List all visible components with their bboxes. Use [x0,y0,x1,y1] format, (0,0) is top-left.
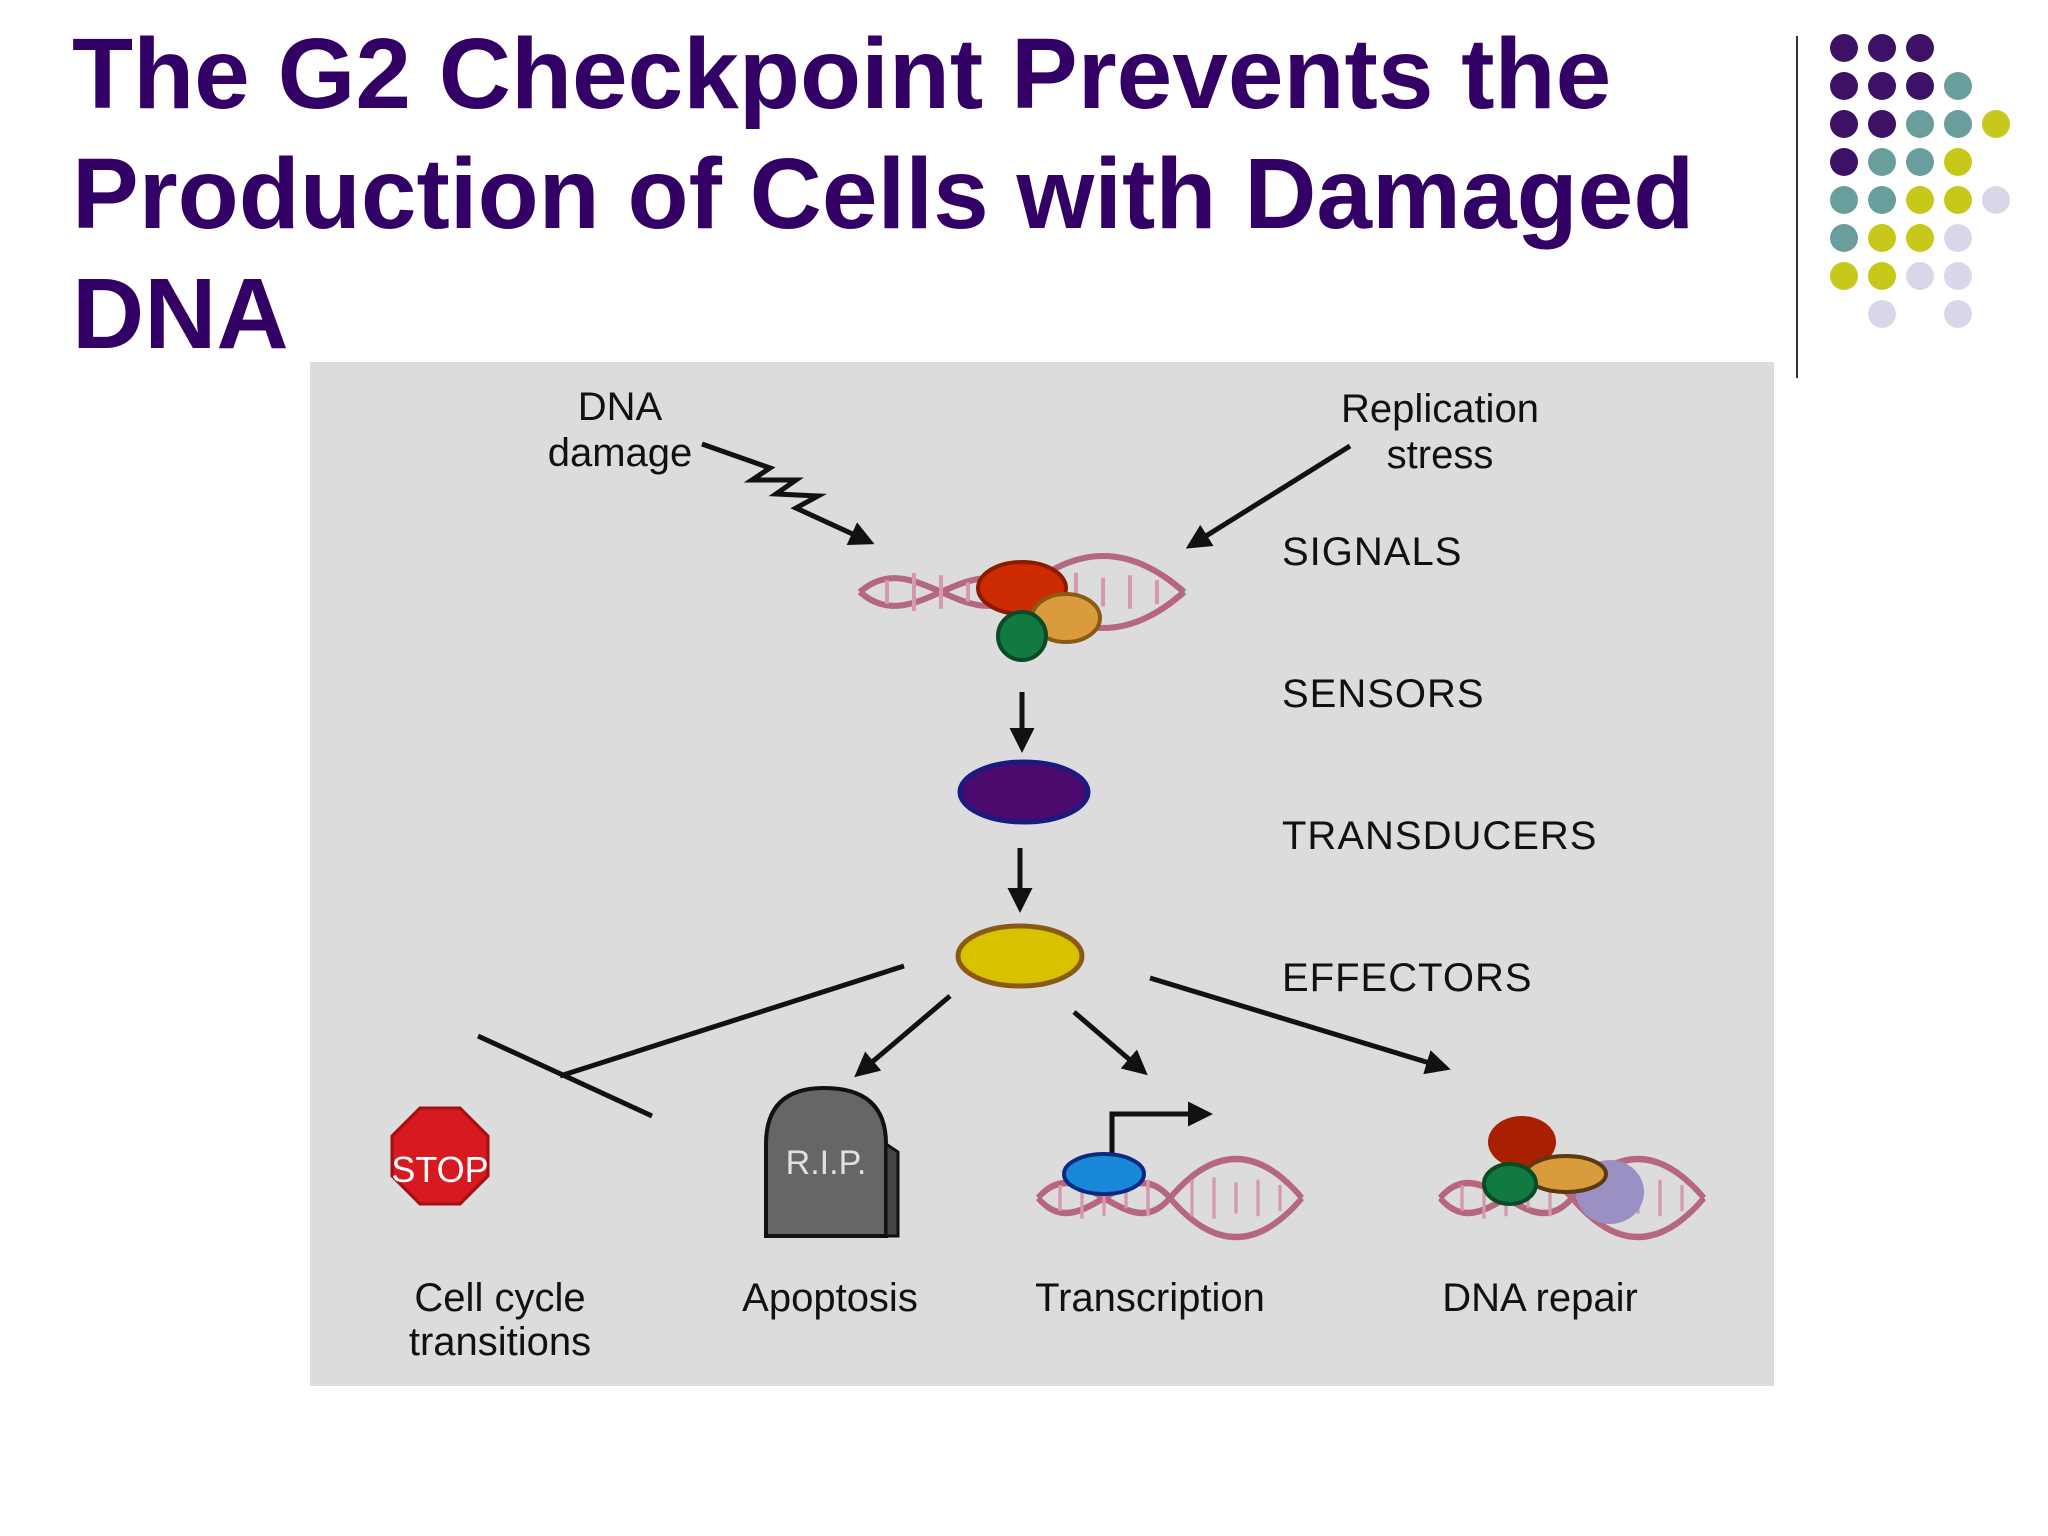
dot [1906,262,1934,290]
label-replication-stress: Replication stress [1341,387,1539,477]
label-cell-cycle-transitions: Cell cycle transitions [408,1276,592,1364]
dot [1868,300,1896,328]
dot [1906,186,1934,214]
repair-green-protein [1482,1162,1538,1206]
inhibition-line [559,963,905,1079]
dot [1944,224,1972,252]
dot [1830,186,1858,214]
dot [1868,186,1896,214]
label-signals: SIGNALS [1282,530,1463,574]
dot [1868,262,1896,290]
dot [1830,34,1858,62]
dot [1944,148,1972,176]
dot [1944,262,1972,290]
dot [1906,34,1934,62]
dot [1830,224,1858,252]
dot [1830,148,1858,176]
label-dna-damage: DNA damage [547,385,693,475]
label-transcription: Transcription [1035,1276,1265,1320]
replication-stress-arrow [1185,443,1352,549]
title-line-1: The G2 Checkpoint Prevents the [72,18,1612,130]
tombstone-text: R.I.P. [786,1144,867,1182]
stop-sign-icon: STOP [390,1106,490,1206]
dot [1944,72,1972,100]
title-divider [1796,36,1798,378]
title-line-2: Production of Cells with Damaged [72,138,1695,250]
dot [1982,186,2010,214]
dot [1982,110,2010,138]
dot [1868,224,1896,252]
transcription-arrow [1072,1010,1148,1076]
label-apoptosis: Apoptosis [742,1276,918,1320]
dot [1906,148,1934,176]
title-line-3: DNA [72,258,289,370]
dna-damage-arrow [701,441,875,546]
dot [1906,72,1934,100]
apoptosis-arrow [854,994,952,1078]
transcription-start-arrow [1109,1101,1213,1164]
dot [1868,148,1896,176]
slide-title: The G2 Checkpoint Prevents the Productio… [72,14,1772,374]
stop-sign-text: STOP [391,1149,488,1190]
checkpoint-pathway-diagram: STOP R.I.P. DNA damage Replication stres… [310,362,1774,1386]
repair-orange-protein [1524,1154,1608,1194]
sensor-green-protein [996,610,1048,662]
dot [1868,110,1896,138]
dot [1906,224,1934,252]
inhibition-bar [476,1033,654,1119]
transcription-factor-protein [1062,1152,1146,1196]
transducer-protein [957,759,1091,825]
dot [1906,110,1934,138]
label-dna-repair: DNA repair [1442,1276,1638,1320]
tombstone-icon: R.I.P. [764,1085,900,1238]
dot [1868,72,1896,100]
label-sensors: SENSORS [1282,672,1485,716]
diagram-graphics: STOP R.I.P. [390,441,1774,1386]
dot [1830,72,1858,100]
dot [1830,262,1858,290]
dna-repair-arrow [1149,975,1451,1075]
repair-red-protein [1488,1116,1556,1168]
dot [1830,110,1858,138]
dot [1868,34,1896,62]
label-transducers: TRANSDUCERS [1282,814,1598,858]
dot [1944,110,1972,138]
label-effectors: EFFECTORS [1282,956,1533,1000]
dot [1944,186,1972,214]
effector-protein [955,923,1085,989]
dot [1944,300,1972,328]
